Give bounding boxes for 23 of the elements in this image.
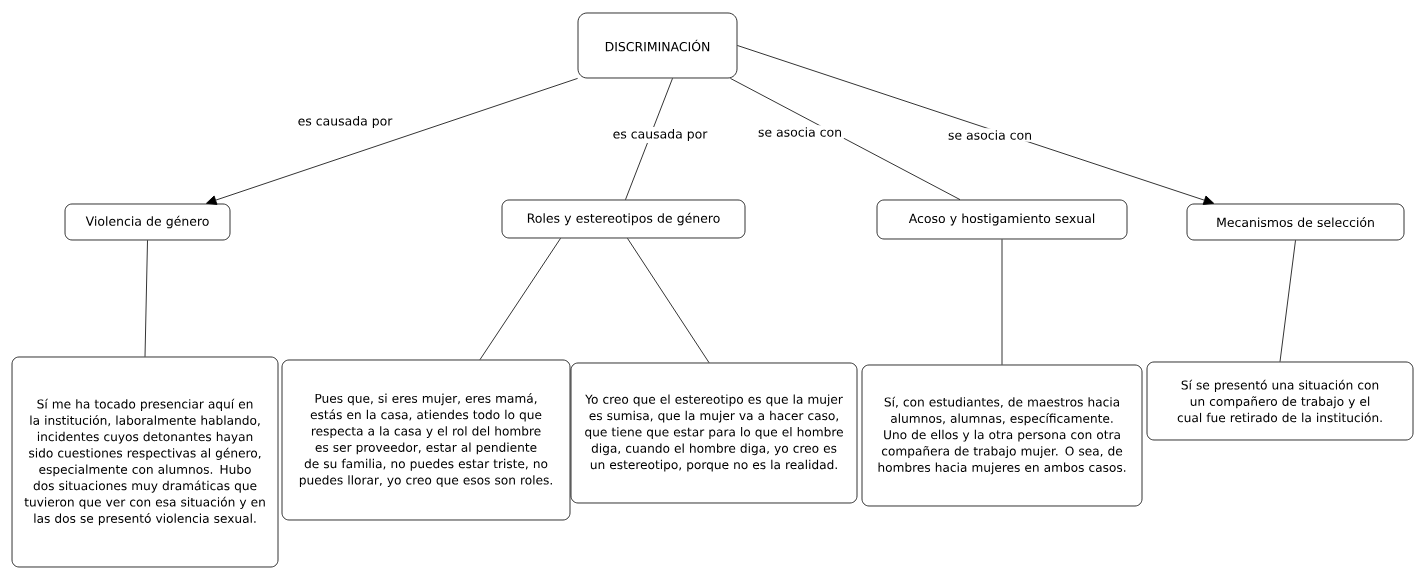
- connector-line: [737, 45, 1215, 205]
- edge-label: se asocia con: [945, 128, 1035, 142]
- quote-box: Sí me ha tocado presenciar aquí en la institución, laboralmente hablando, incidentes cuyos detonantes hayan sido cuestiones respectivas al género, especialmente con alumnos. Hubo dos situaciones muy dramáticas que tuvieron que ver con esa situación y en las dos se presentó violencia sexual.: [11, 356, 279, 568]
- concept-box: Violencia de género: [64, 203, 231, 241]
- quote-box: Yo creo que el estereotipo es que la mujer es sumisa, que la mujer va a hacer caso, que tiene que estar para lo que el hombre diga, cuando el hombre diga, yo creo es un estereotipo, porque no es la realidad.: [570, 362, 858, 504]
- connector-line: [206, 78, 578, 205]
- connector-line: [1279, 240, 1296, 362]
- quote-box: Sí, con estudiantes, de maestros hacia alumnos, alumnas, específicamente. Uno de ellos y la otra persona con otra compañera de trabajo mujer. O sea, de hombres hacia mujeres en ambos casos.: [861, 364, 1143, 507]
- edge-label: es causada por: [295, 113, 395, 130]
- concept-box: DISCRIMINACIÓN: [577, 12, 738, 79]
- connector-line: [627, 238, 710, 363]
- concept-box: Mecanismos de selección: [1186, 203, 1405, 241]
- edge-label: se asocia con: [755, 125, 845, 139]
- quote-box: Pues que, si eres mujer, eres mamá, estás en la casa, atiendes todo lo que respecta a la casa y el rol del hombre es ser proveedor, estar al pendiente de su familia, no puedes estar triste, no puedes llorar, yo creo que esos son roles.: [281, 359, 571, 521]
- quote-box: Sí se presentó una situación con un compañero de trabajo y el cual fue retirado de la institución.: [1146, 361, 1414, 441]
- edge-label: es causada por: [610, 126, 710, 143]
- connector-line: [479, 238, 561, 360]
- connector-line: [1001, 239, 1003, 365]
- connector-line: [730, 78, 961, 200]
- connector-line: [144, 240, 148, 357]
- connector-line: [625, 78, 673, 200]
- concept-box: Roles y estereotipos de género: [501, 199, 746, 239]
- concept-box: Acoso y hostigamiento sexual: [876, 199, 1128, 240]
